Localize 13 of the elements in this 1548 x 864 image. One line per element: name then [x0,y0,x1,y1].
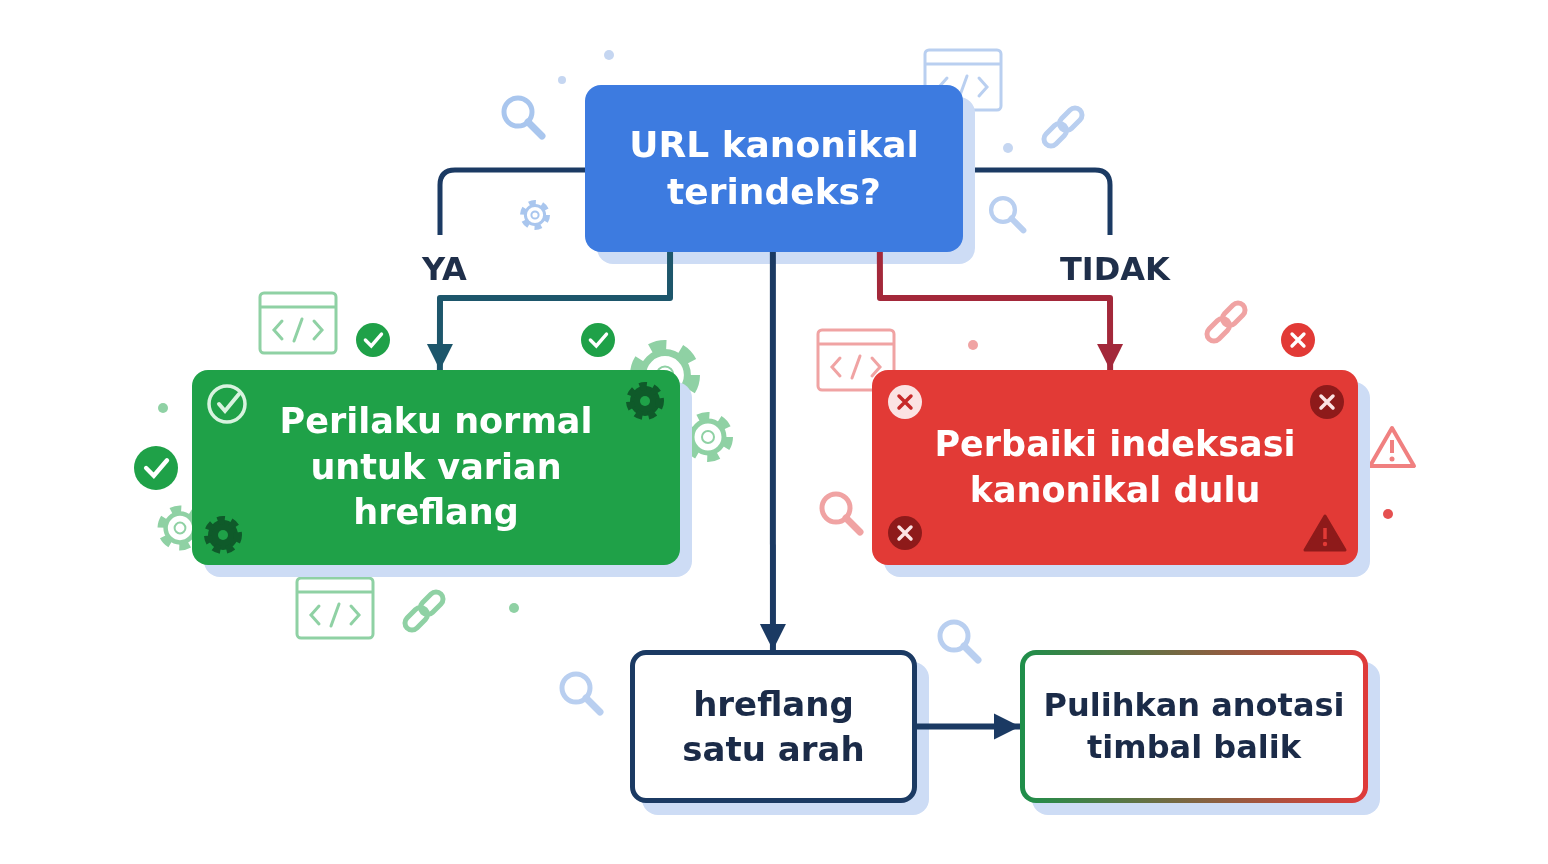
decision-box [585,85,963,252]
process-box [872,370,1358,565]
process-box [630,650,917,803]
node-text: URL kanonikal terindeks? [628,122,920,214]
arrow [876,252,1124,370]
process-box [192,370,680,565]
arrow [426,252,674,370]
node-text: Perilaku normal untuk varian hreflang [278,400,594,535]
node-text: hreflang satu arah [681,683,866,771]
node-text: Pulihkan anotasi timbal balik [1042,684,1346,768]
arrow [759,252,786,650]
arrow [917,713,1020,740]
node-text: Perbaiki indeksasi kanonikal dulu [933,423,1297,512]
